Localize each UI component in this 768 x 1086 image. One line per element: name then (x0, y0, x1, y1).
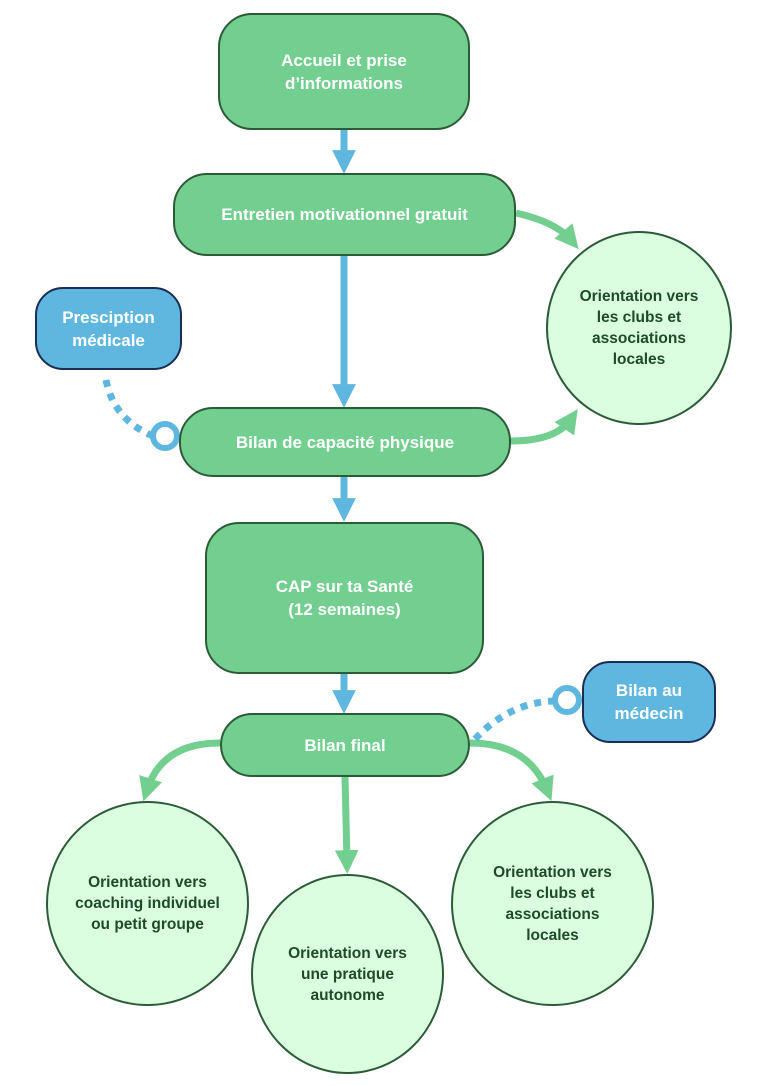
outcome-coaching: Orientation vers coaching individuel ou … (46, 801, 249, 1006)
outcome-clubs-bottom: Orientation vers les clubs et associatio… (451, 801, 654, 1006)
outcome-clubs-top-label: Orientation vers les clubs et associatio… (579, 288, 699, 368)
outcome-pratique-autonome-label: Orientation vers une pratique autonome (288, 944, 407, 1004)
step-programme-label: CAP sur ta Santé (12 semaines) (275, 577, 414, 619)
step-bilan-final-label: Bilan final (304, 735, 386, 755)
side-bilan-medecin: Bilan au médecin (582, 661, 716, 743)
outcome-coaching-label: Orientation vers coaching individuel ou … (75, 874, 220, 933)
step-entretien: Entretien motivationnel gratuit (173, 173, 516, 256)
connector-node-bilan-medecin (552, 685, 582, 715)
step-bilan-capacite: Bilan de capacité physique (179, 407, 511, 477)
outcome-pratique-autonome: Orientation vers une pratique autonome (251, 874, 444, 1074)
step-bilan-final: Bilan final (220, 713, 470, 777)
arrow-bilan-capacite-to-clubs (510, 409, 578, 445)
side-bilan-medecin-label: Bilan au médecin (614, 681, 684, 723)
side-prescription-label: Presciption médicale (62, 307, 155, 350)
arrow-bilan-final-to-clubs (469, 739, 554, 802)
side-prescription: Presciption médicale (35, 287, 182, 370)
step-programme: CAP sur ta Santé (12 semaines) (205, 522, 484, 674)
arrow-entretien-to-clubs (515, 209, 579, 250)
step-entretien-label: Entretien motivationnel gratuit (221, 205, 468, 224)
arrow-bilan-final-to-pratique (334, 776, 359, 874)
connector-prescription (102, 379, 155, 440)
arrow-bilan-final-to-coaching (139, 739, 221, 802)
step-accueil-label: Accueil et prise d’informations (281, 50, 407, 93)
connector-node-prescription (150, 421, 180, 451)
outcome-clubs-bottom-label: Orientation vers les clubs et associatio… (493, 863, 612, 944)
outcome-clubs-top: Orientation vers les clubs et associatio… (546, 231, 732, 425)
step-accueil: Accueil et prise d’informations (218, 13, 470, 130)
connector-bilan-medecin (472, 697, 556, 742)
step-bilan-capacite-label: Bilan de capacité physique (235, 432, 455, 452)
